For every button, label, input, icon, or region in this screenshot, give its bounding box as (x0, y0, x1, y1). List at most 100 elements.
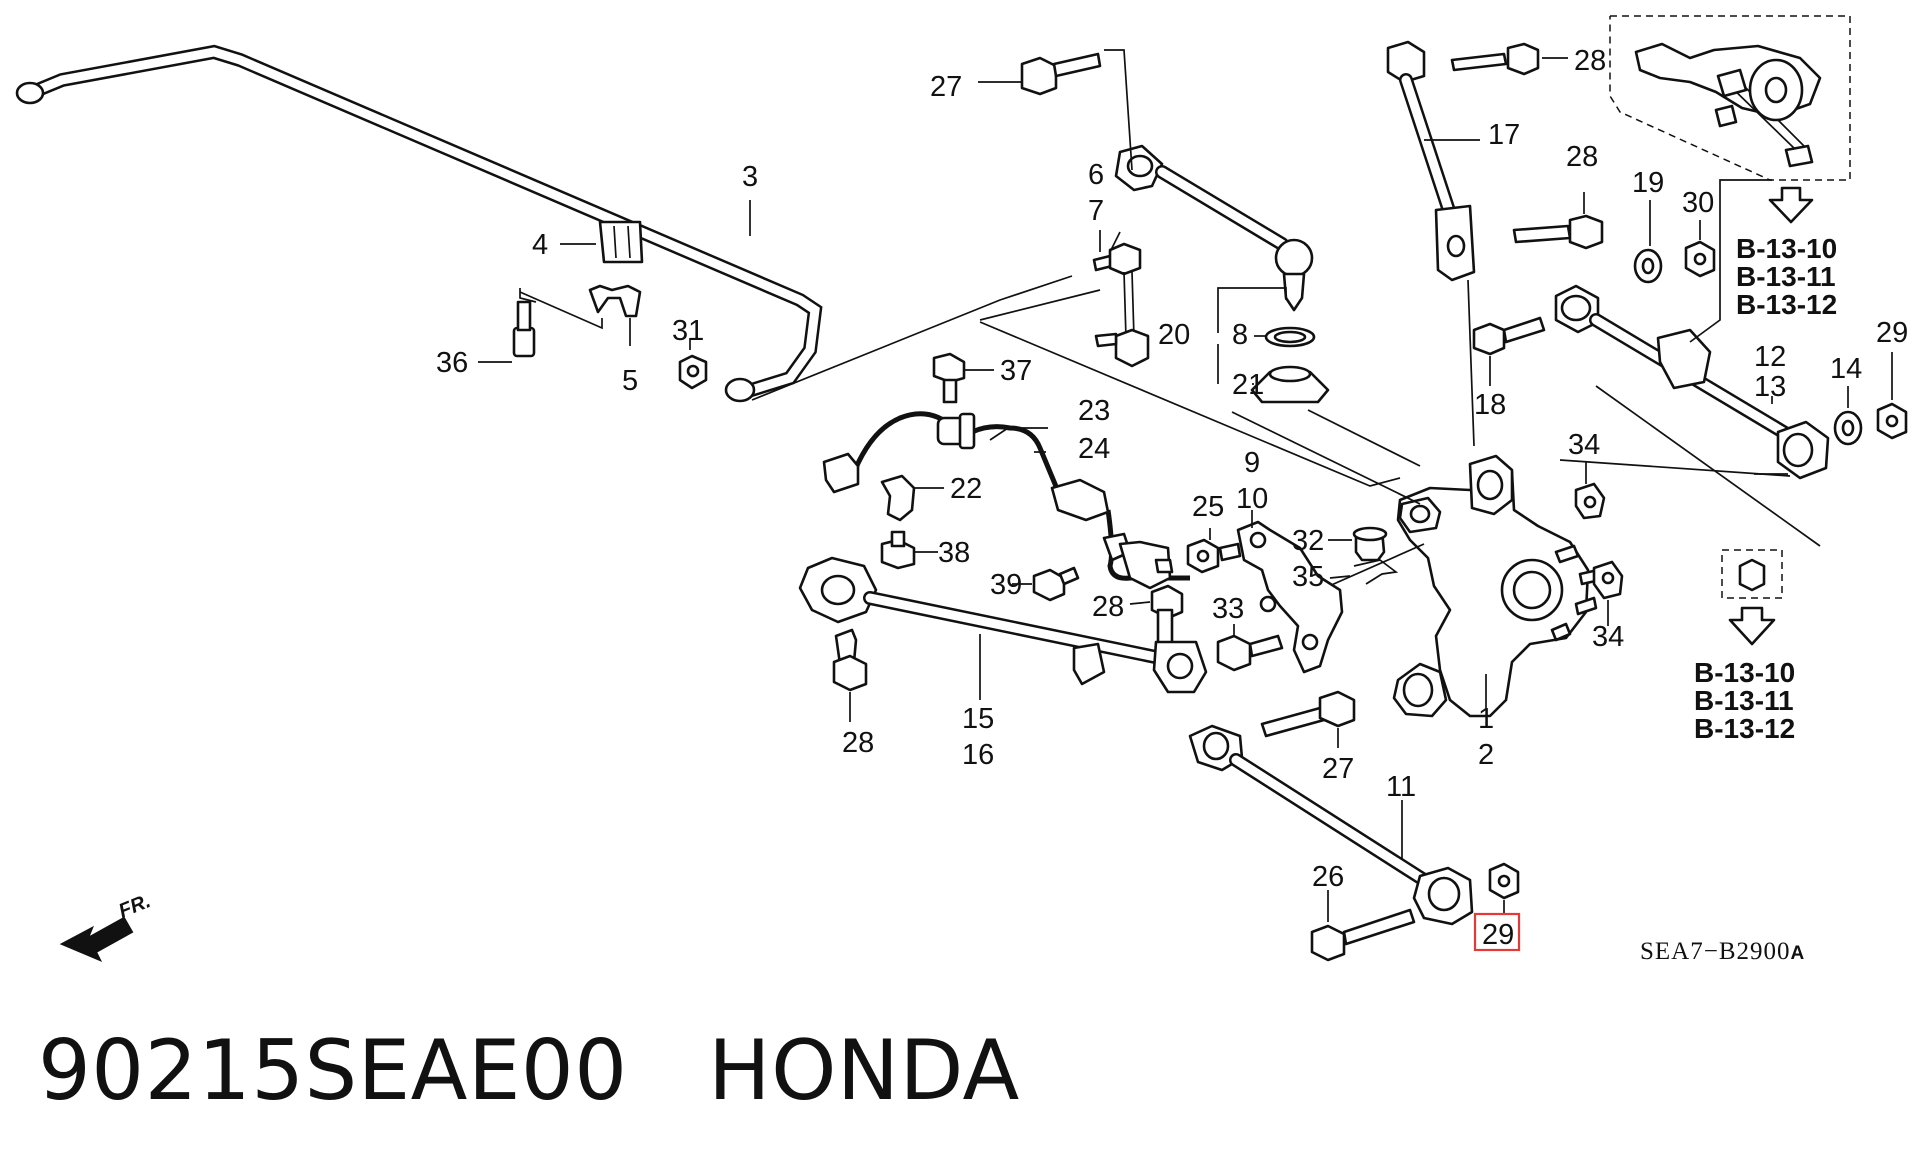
nut-30 (1684, 220, 1716, 278)
reference-lower-3: B-13-12 (1694, 713, 1795, 744)
brand-name: HONDA (708, 1022, 1020, 1119)
callout-3: 3 (742, 161, 758, 193)
nut-29-highlighted (1488, 862, 1520, 914)
callout-20: 20 (1158, 319, 1190, 351)
bolt-27-lower (1260, 690, 1356, 748)
reference-lines-right (1559, 385, 1821, 547)
callout-10: 10 (1236, 483, 1268, 515)
clip-35 (1329, 559, 1399, 585)
reference-upper-2: B-13-11 (1736, 261, 1836, 292)
callout-35: 35 (1292, 561, 1324, 593)
reference-arrow-upper (1768, 186, 1814, 224)
reference-upper-1: B-13-10 (1736, 233, 1837, 264)
callout-36: 36 (436, 347, 468, 379)
stabilizer-link (1092, 230, 1150, 368)
ball-joint-boot (1217, 287, 1330, 404)
sensor-harness (822, 411, 1190, 590)
upper-link-bolt-mid (1512, 192, 1604, 250)
callout-28-top: 28 (1574, 45, 1606, 77)
bolt-26 (1310, 890, 1416, 962)
harness-leaders (989, 427, 1048, 453)
callout-15: 15 (962, 703, 994, 735)
nut-29-right (1876, 352, 1908, 440)
reference-lower-1: B-13-10 (1694, 657, 1795, 688)
callout-39: 39 (990, 569, 1022, 601)
bolt-18 (1467, 279, 1546, 447)
stabilizer-holder (588, 284, 642, 318)
stabilizer-bar (15, 44, 823, 403)
reference-box-upper (1609, 15, 1851, 181)
callout-1: 1 (1478, 703, 1494, 735)
reference-upper-3: B-13-12 (1736, 289, 1837, 320)
bolt-38 (880, 530, 938, 570)
callout-17: 17 (1488, 119, 1520, 151)
callout-18: 18 (1474, 389, 1506, 421)
callout-6: 6 (1088, 159, 1104, 191)
sensor-clip-22 (880, 474, 944, 522)
callout-33: 33 (1212, 593, 1244, 625)
reference-codes-lower: B-13-10 B-13-11 B-13-12 (1694, 657, 1795, 744)
callout-29-highlighted: 29 (1482, 919, 1514, 951)
callout-32: 32 (1292, 525, 1324, 557)
stabilizer-nut (678, 354, 708, 390)
callout-9: 9 (1244, 447, 1260, 479)
part-caption: 90215SEAE00 HONDA (38, 1022, 1020, 1119)
bracket-9-10 (1236, 510, 1344, 674)
callout-38: 38 (938, 537, 970, 569)
callout-27-lower: 27 (1322, 753, 1354, 785)
holder-bolt (512, 288, 537, 358)
callout-37: 37 (1000, 355, 1032, 387)
callout-34-upper: 34 (1568, 429, 1600, 461)
front-direction-arrow: FR. (59, 890, 154, 962)
knuckle (1392, 454, 1590, 718)
callout-14: 14 (1830, 353, 1862, 385)
callout-4: 4 (532, 229, 548, 261)
callout-16: 16 (962, 739, 994, 771)
callout-26: 26 (1312, 861, 1344, 893)
callout-30: 30 (1682, 187, 1714, 219)
callout-28-center: 28 (1092, 591, 1124, 623)
bolt-28-left (832, 628, 868, 722)
leader-lines (478, 200, 1073, 401)
callout-8: 8 (1232, 319, 1248, 351)
upper-arm-bolt (978, 49, 1133, 171)
stabilizer-bushing (598, 220, 644, 264)
callout-28-left: 28 (842, 727, 874, 759)
clip-25 (1186, 528, 1242, 574)
bolt-33 (1216, 624, 1284, 672)
upper-link-bolt-top (1450, 42, 1568, 76)
bolt-39 (1012, 566, 1080, 602)
callout-34-lower: 34 (1592, 621, 1624, 653)
reference-lines (979, 289, 1421, 487)
highlight-box (1473, 912, 1521, 952)
lower-link-11 (1188, 724, 1474, 926)
callout-11: 11 (1386, 771, 1416, 803)
lower-arm-12-13 (1554, 179, 1830, 480)
washer-19 (1633, 200, 1663, 284)
callout-12: 12 (1754, 341, 1786, 373)
bolt-37 (932, 352, 994, 404)
reference-codes-upper: B-13-10 B-13-11 B-13-12 (1736, 233, 1837, 320)
clip-32 (1328, 526, 1388, 562)
front-arrow-label: FR. (116, 890, 154, 922)
callout-24: 24 (1078, 433, 1110, 465)
callout-5: 5 (622, 365, 638, 397)
callout-27-upper: 27 (930, 71, 962, 103)
upper-arm (1114, 144, 1314, 312)
clip-34-upper (1574, 462, 1606, 520)
callout-21: 21 (1232, 369, 1264, 401)
callout-22: 22 (950, 473, 982, 505)
lower-arm-15-16 (798, 556, 1208, 700)
callout-28-mid: 28 (1566, 141, 1598, 173)
callout-7: 7 (1088, 195, 1104, 227)
callouts: 3 4 36 5 31 27 6 7 20 8 21 28 17 28 18 1… (436, 45, 1908, 952)
upper-link (1386, 40, 1480, 282)
clip-34-lower (1592, 560, 1624, 626)
callout-2: 2 (1478, 739, 1494, 771)
washer-14 (1833, 386, 1863, 446)
callout-25: 25 (1192, 491, 1224, 523)
callout-23: 23 (1078, 395, 1110, 427)
drawing-code-suffix: A (1790, 943, 1806, 964)
reference-box-lower (1721, 549, 1783, 646)
drawing-code-text: SEA7−B2900 (1640, 938, 1791, 965)
